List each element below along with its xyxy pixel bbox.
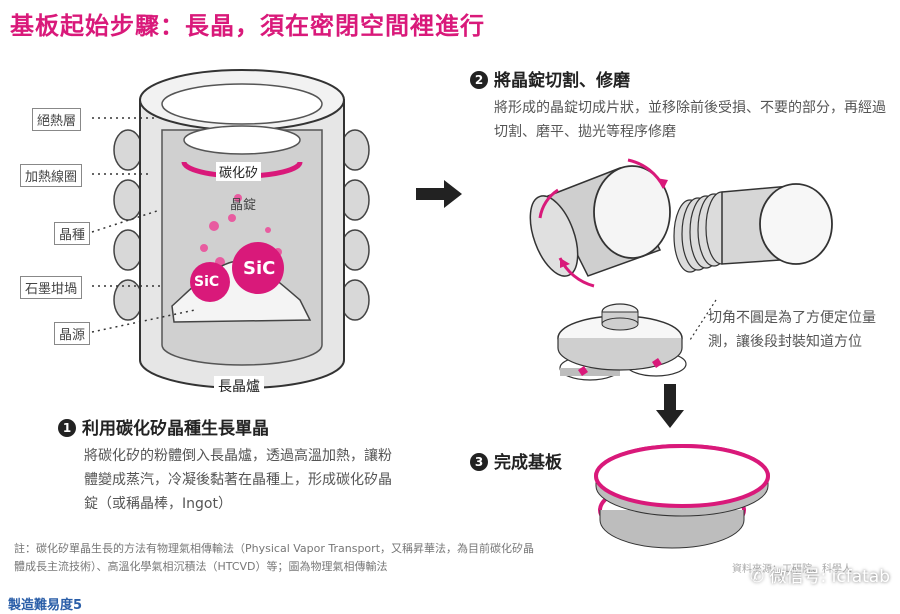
- source-credit: 資料來源：工研院、科學人: [732, 564, 852, 575]
- label-insulation: 絕熱層: [32, 108, 82, 131]
- step2-title: 將晶錠切割、修磨: [494, 71, 630, 91]
- step3-title: 完成基板: [494, 453, 562, 473]
- label-ingot: 晶錠: [230, 198, 257, 213]
- page-title: 基板起始步驟：長晶，須在密閉空間裡進行: [10, 12, 485, 40]
- substrate-illustration: [594, 444, 770, 549]
- step2-number: 2: [470, 71, 488, 89]
- step3-number: 3: [470, 453, 488, 471]
- step2-body: 將形成的晶錠切成片狀，並移除前後受損、不要的部分，再經過切割、磨平、拋光等程序修…: [494, 100, 886, 140]
- step1-heading: 1 利用碳化矽晶種生長單晶: [58, 414, 269, 439]
- down-arrow-icon: [656, 384, 684, 428]
- label-heating-coil: 加熱線圈: [20, 164, 83, 187]
- wafer-illustration: [557, 299, 717, 381]
- label-source: 晶源: [54, 322, 91, 345]
- wechat-id: 微信号: icfatab: [769, 567, 890, 587]
- label-furnace: 長晶爐: [214, 376, 264, 396]
- right-arrow-icon: [416, 180, 462, 208]
- sic-symbol-1: SiC: [194, 274, 220, 290]
- step3-heading: 3 完成基板: [470, 448, 562, 473]
- step1-number: 1: [58, 419, 76, 437]
- step1-body: 將碳化矽的粉體倒入長晶爐，透過高溫加熱，讓粉體變成蒸汽，冷凝後黏著在晶種上，形成…: [84, 448, 392, 512]
- wafer-flat-note: 切角不圓是為了方便定位量測，讓後段封裝知道方位: [708, 310, 876, 350]
- step1-title: 利用碳化矽晶種生長單晶: [82, 419, 269, 439]
- wechat-icon: ✆: [749, 567, 770, 587]
- label-seed: 晶種: [54, 222, 91, 245]
- sic-symbol-2: SiC: [243, 258, 276, 279]
- footnote: 註：碳化矽單晶生長的方法有物理氣相傳輸法（Physical Vapor Tran…: [14, 542, 534, 573]
- label-graphite-crucible: 石墨坩堝: [20, 276, 83, 299]
- ingot-illustration: [529, 158, 833, 288]
- wechat-watermark: ✆ 微信号: icfatab: [750, 562, 890, 587]
- step2-heading: 2 將晶錠切割、修磨: [470, 66, 630, 91]
- difficulty-rating: 製造難易度5: [8, 598, 83, 613]
- crystal-growth-furnace: [91, 69, 370, 389]
- label-sic-top: 碳化矽: [216, 162, 262, 181]
